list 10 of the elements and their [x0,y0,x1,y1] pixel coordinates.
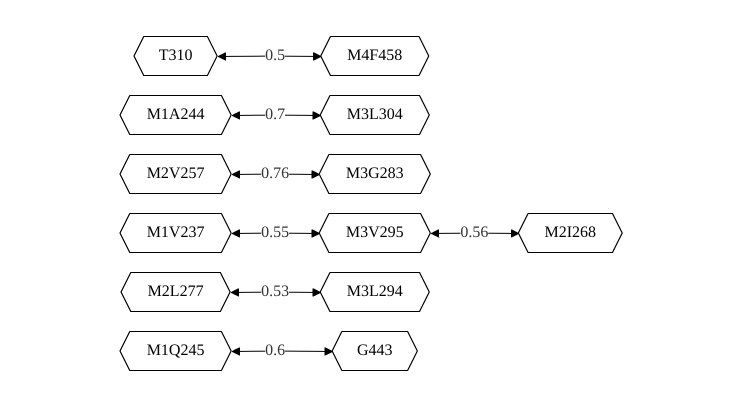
edge-label: 0.6 [265,342,286,359]
edge-label: 0.7 [265,106,286,123]
edge-label: 0.56 [460,224,488,241]
arrow [232,347,333,356]
edge-label: 0.53 [261,283,290,300]
arrow [218,52,322,61]
edge-label: 0.55 [261,224,290,241]
edge-label: 0.76 [261,165,290,182]
edge-label: 0.5 [265,47,286,64]
arrow [232,111,321,120]
